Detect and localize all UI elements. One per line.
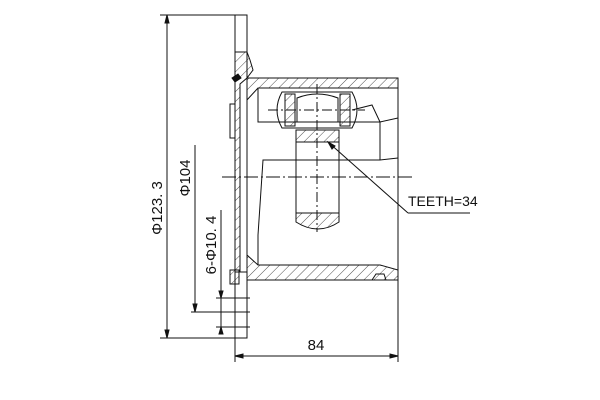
tripod-bearing bbox=[268, 91, 381, 129]
teeth-leader-line bbox=[326, 140, 470, 214]
teeth-callout: TEETH=34 bbox=[408, 193, 478, 209]
holes-label: 6-Φ10. 4 bbox=[203, 216, 220, 275]
outer-diameter-label: Φ123. 3 bbox=[149, 181, 166, 235]
dimension-lines bbox=[160, 14, 399, 362]
spline-shaft bbox=[295, 84, 340, 232]
pitch-diameter-label: Φ104 bbox=[177, 160, 194, 197]
housing-body bbox=[246, 77, 399, 281]
flange-plate bbox=[229, 14, 254, 339]
length-label: 84 bbox=[308, 337, 325, 354]
